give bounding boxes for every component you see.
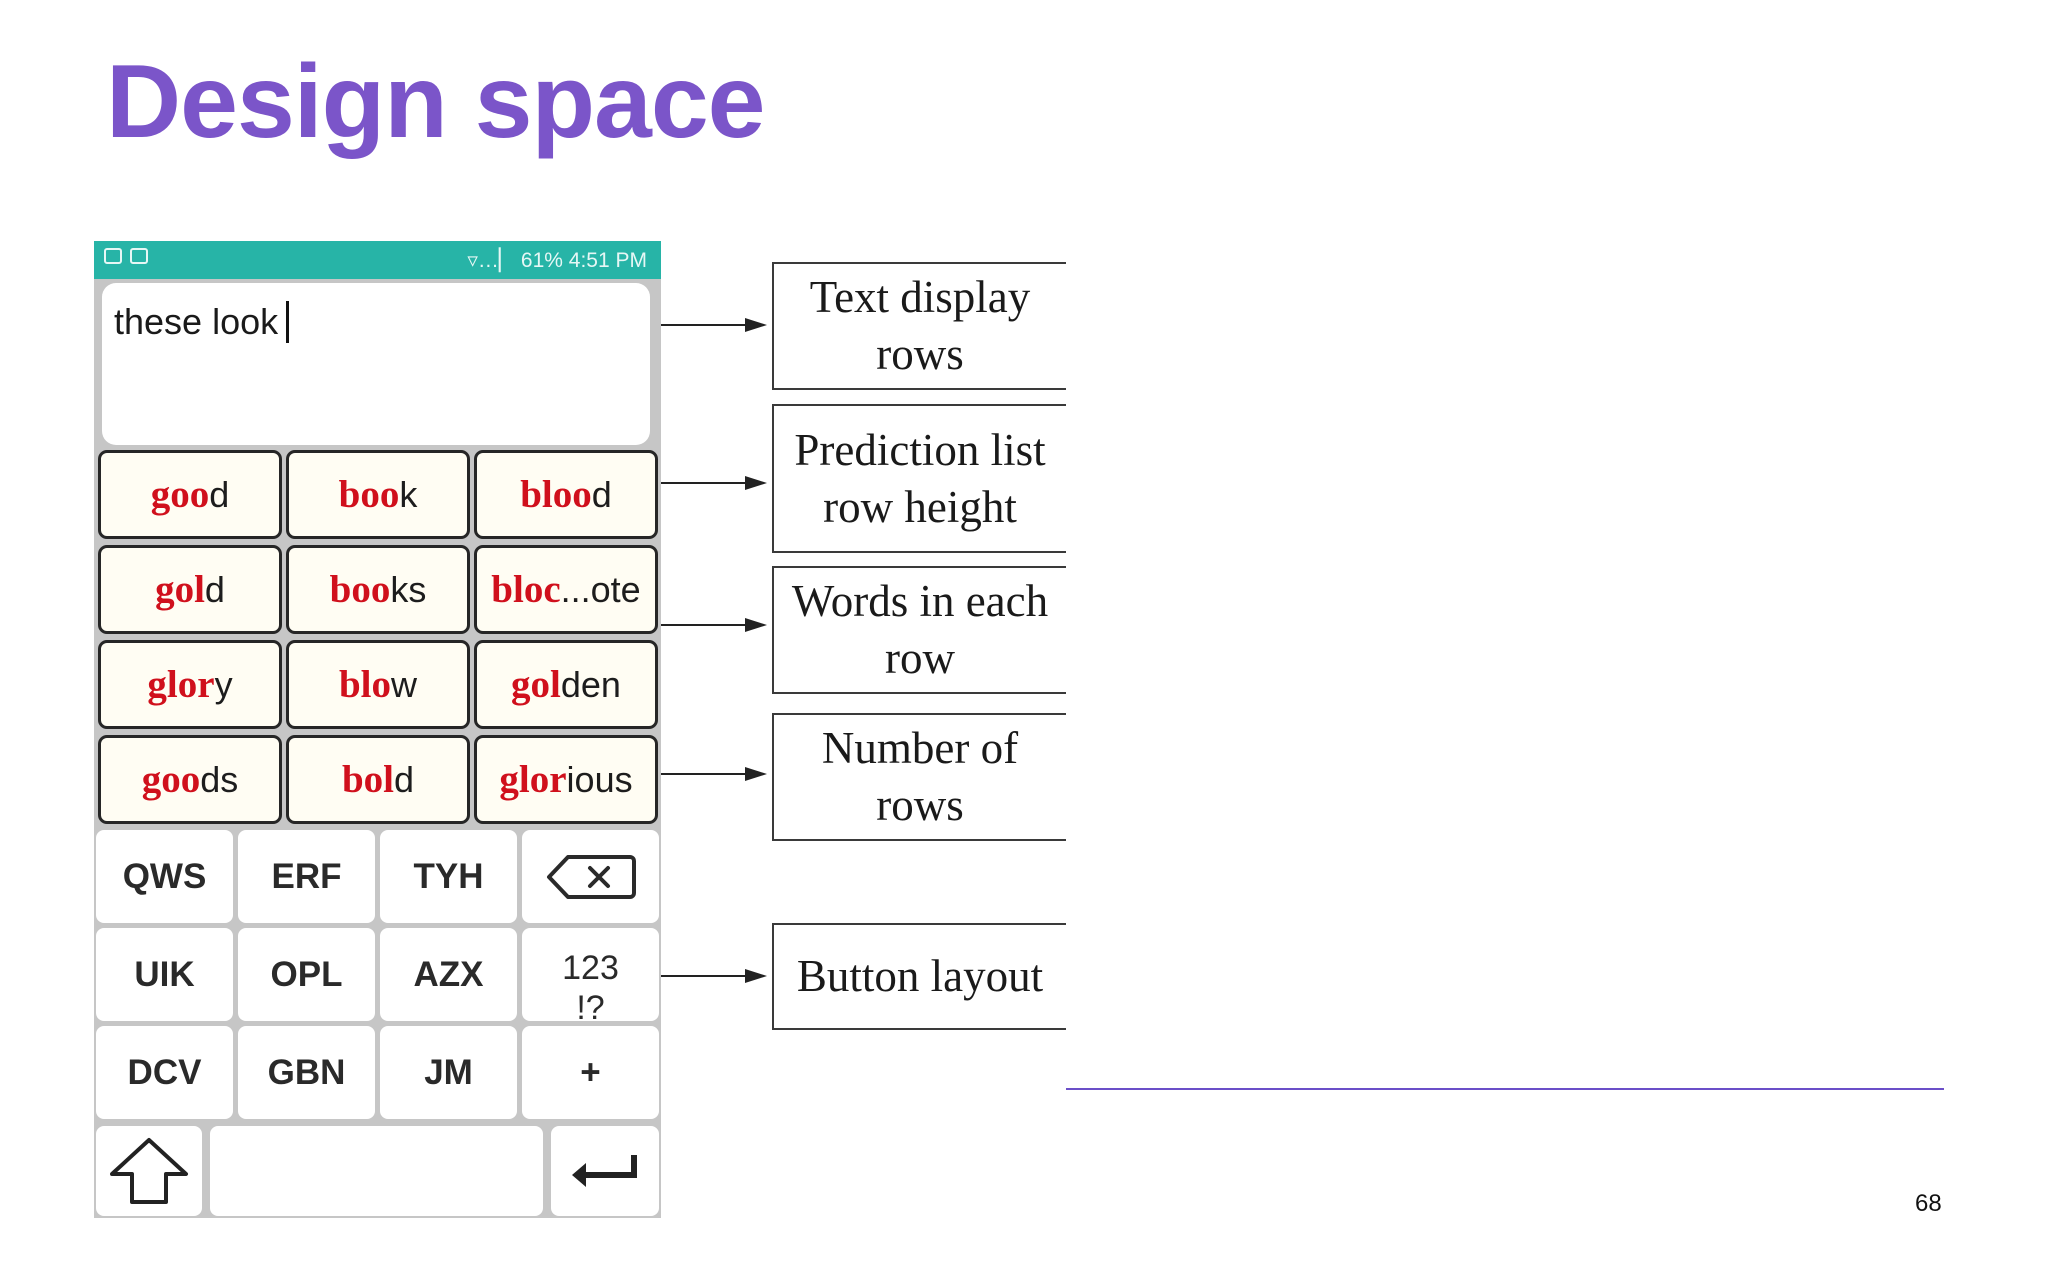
screenshot-icon: [130, 248, 148, 264]
key-opl[interactable]: OPL: [238, 928, 375, 1021]
prediction-suffix: k: [399, 473, 418, 515]
footer-rule: [1066, 1088, 1944, 1090]
status-text: 61% 4:51 PM: [520, 249, 647, 272]
key-erf[interactable]: ERF: [238, 830, 375, 923]
prediction-bloc-ote[interactable]: bloc...ote: [474, 545, 658, 634]
text-display-area[interactable]: these look: [102, 283, 650, 445]
status-bar: ▿…▏ 61% 4:51 PM: [94, 241, 661, 279]
space-key[interactable]: [210, 1126, 543, 1216]
enter-icon: [572, 1155, 637, 1187]
label-text: Text display rows: [809, 272, 1031, 379]
prediction-prefix: bloc: [491, 568, 561, 611]
prediction-suffix: ds: [200, 758, 239, 800]
prediction-prefix: gol: [511, 663, 561, 706]
label-text: Button layout: [796, 951, 1044, 1001]
label-number-of-rows: Number of rows: [772, 713, 1066, 841]
key-numbers-label: 123 !?: [562, 949, 619, 1021]
prediction-prefix: blo: [338, 663, 392, 706]
key-numbers[interactable]: 123 !?: [522, 928, 659, 1021]
label-text: Prediction list row height: [794, 424, 1046, 532]
prediction-prefix: glor: [147, 663, 215, 706]
typed-text: these look: [114, 301, 279, 342]
arrow-button-layout: [661, 969, 767, 983]
prediction-prefix: goo: [150, 473, 210, 516]
prediction-prefix: boo: [338, 473, 400, 516]
keyboard-bottom-row: [96, 1126, 659, 1216]
prediction-prefix: goo: [141, 758, 201, 801]
key-plus[interactable]: +: [522, 1026, 659, 1119]
keyboard: QWS ERF TYH UIK OPL AZX 123 !? DCV GBN J…: [96, 830, 659, 1119]
shift-arrow-icon: [110, 1138, 188, 1204]
prediction-suffix: d: [209, 473, 230, 515]
arrow-text-display: [661, 318, 767, 332]
prediction-suffix: ious: [566, 758, 633, 800]
key-tyh[interactable]: TYH: [380, 830, 517, 923]
prediction-prefix: boo: [329, 568, 391, 611]
arrow-number-of-rows: [661, 767, 767, 781]
key-backspace[interactable]: [522, 830, 659, 923]
key-azx[interactable]: AZX: [380, 928, 517, 1021]
key-dcv[interactable]: DCV: [96, 1026, 233, 1119]
prediction-suffix: den: [560, 663, 621, 705]
prediction-suffix: d: [591, 473, 612, 515]
shift-key[interactable]: [96, 1126, 202, 1216]
page-number: 68: [1915, 1190, 1942, 1217]
label-words-each-row: Words in each row: [772, 566, 1066, 694]
arrow-words-each-row: [661, 618, 767, 632]
prediction-suffix: ...ote: [560, 568, 641, 610]
prediction-suffix: ks: [390, 568, 427, 610]
backspace-icon: [546, 854, 636, 899]
wifi-signal-icon: ▿…▏: [467, 249, 516, 272]
save-icon: [104, 248, 122, 264]
label-button-layout: Button layout: [772, 923, 1066, 1030]
text-caret: [286, 301, 290, 343]
label-text: Number of rows: [821, 723, 1019, 830]
label-text: Words in each row: [791, 576, 1049, 683]
slide-title: Design space: [106, 44, 766, 160]
key-uik[interactable]: UIK: [96, 928, 233, 1021]
arrow-prediction-height: [661, 476, 767, 490]
prediction-suffix: d: [394, 758, 415, 800]
prediction-suffix: w: [391, 663, 418, 705]
prediction-suffix: y: [214, 663, 233, 705]
prediction-prefix: glor: [499, 758, 567, 801]
typed-text-wrapper: these look: [114, 301, 290, 343]
prediction-suffix: d: [204, 568, 225, 610]
label-text-display-rows: Text display rows: [772, 262, 1066, 390]
key-qws[interactable]: QWS: [96, 830, 233, 923]
key-jm[interactable]: JM: [380, 1026, 517, 1119]
prediction-prefix: bloo: [520, 473, 592, 516]
label-prediction-row-height: Prediction list row height: [772, 404, 1066, 553]
key-gbn[interactable]: GBN: [238, 1026, 375, 1119]
prediction-prefix: bol: [341, 758, 394, 801]
enter-key[interactable]: [551, 1126, 659, 1216]
prediction-prefix: gol: [155, 568, 205, 611]
